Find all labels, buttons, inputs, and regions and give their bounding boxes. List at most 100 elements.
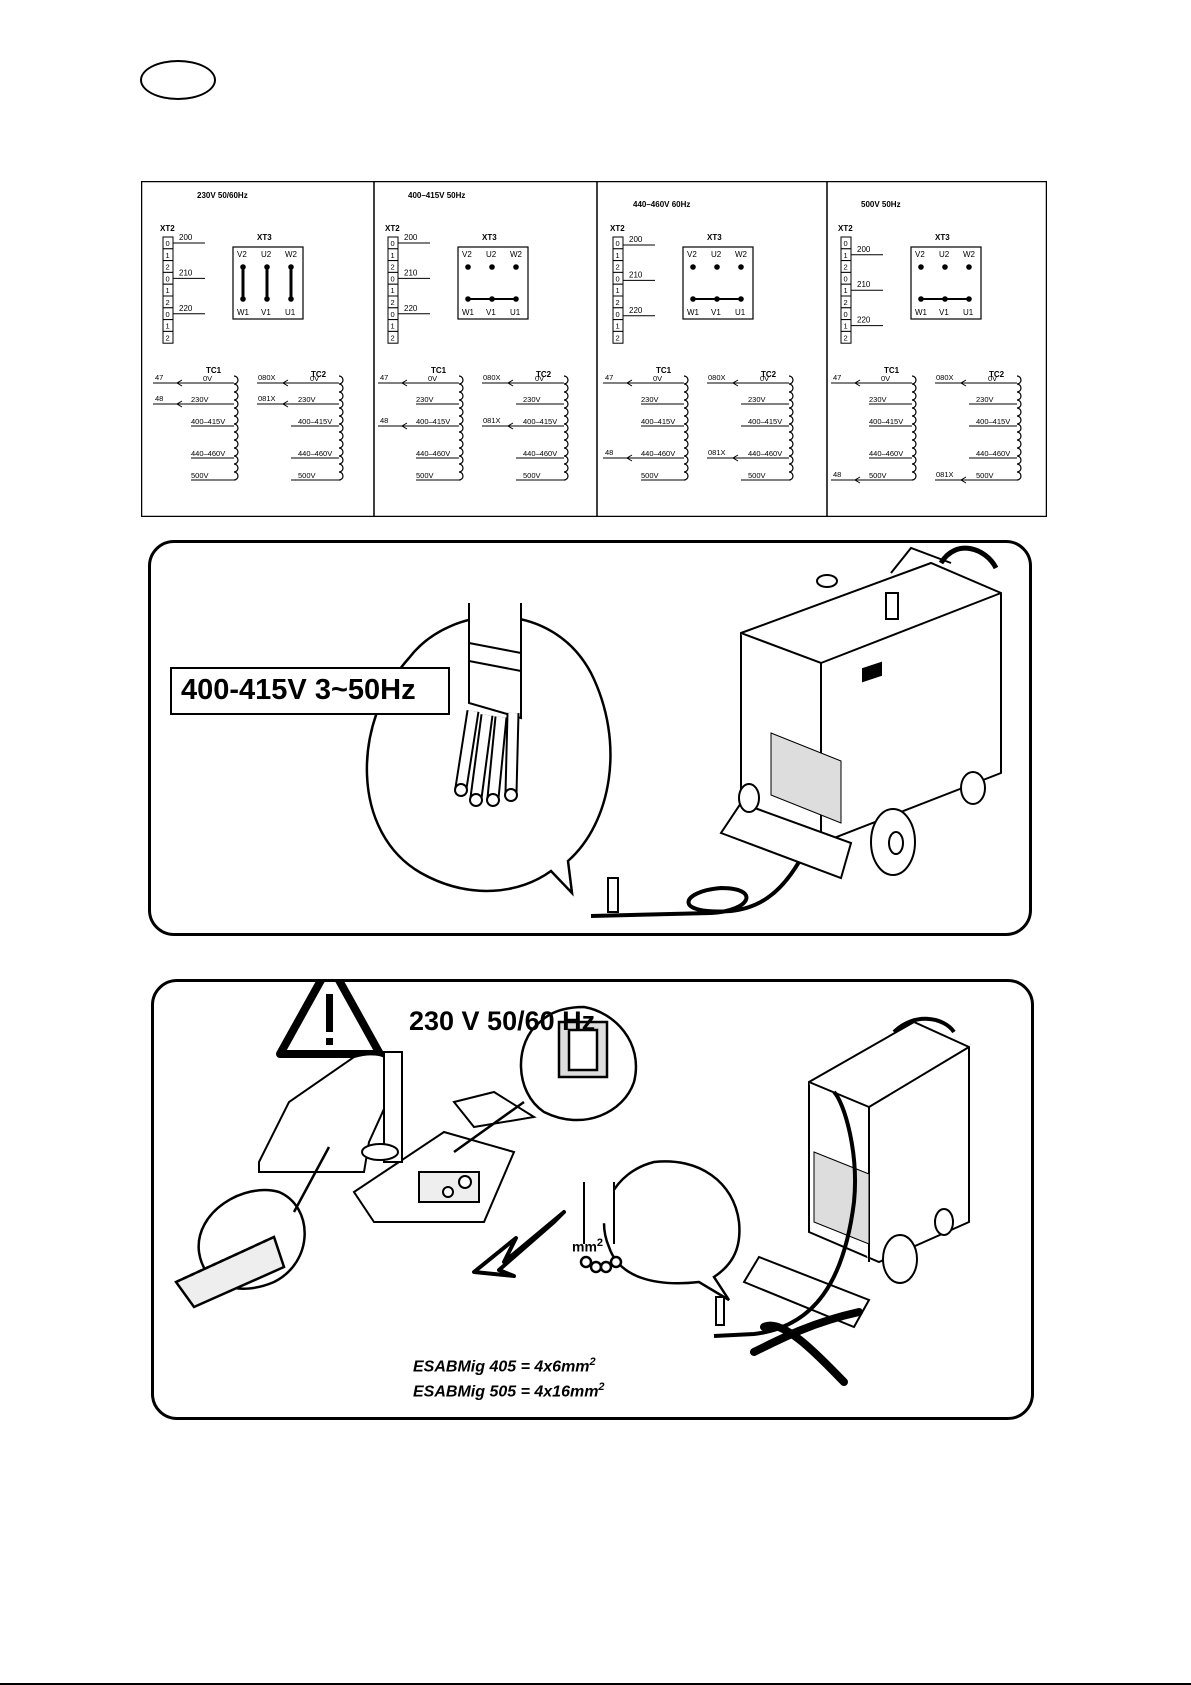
- tc1-tap-label: 400–415V: [869, 417, 903, 426]
- voltage-tag: [170, 667, 450, 715]
- xt3-label: XT3: [935, 233, 950, 242]
- xt3-label: XT3: [707, 233, 722, 242]
- tc2-tap-label: 0V: [988, 374, 997, 383]
- column-title: 500V 50Hz: [861, 200, 901, 209]
- wire-arrow: [176, 400, 183, 408]
- xt3-bottom-label: V1: [486, 308, 496, 317]
- xt3-top-label: U2: [261, 250, 272, 259]
- tc1-tap-label: 400–415V: [641, 417, 675, 426]
- column-title: 440–460V 60Hz: [633, 200, 690, 209]
- tc1-tap-label: 0V: [653, 374, 662, 383]
- xt3-bottom-label: V1: [261, 308, 271, 317]
- spec-405: ESABMig 405 = 4x6mm2: [413, 1356, 596, 1376]
- xt2-cell-label: 1: [166, 322, 170, 331]
- language-badge: [140, 60, 216, 100]
- welding-machine: [719, 545, 1002, 880]
- tc1-tap-label: 400–415V: [416, 417, 450, 426]
- wire-arrow: [960, 476, 967, 484]
- arrow-icon: [472, 1210, 566, 1278]
- xt2-cell-label: 0: [391, 310, 395, 319]
- wire-arrow: [960, 379, 967, 387]
- tc2-tap-label: 500V: [976, 471, 994, 480]
- wire-48-label: 48: [833, 470, 841, 479]
- xt2-cell: [162, 330, 174, 344]
- xt2-cell: [612, 330, 624, 344]
- wire-arrow: [401, 422, 408, 430]
- transformer-coil: [458, 375, 464, 481]
- tc1-label: TC1: [884, 366, 900, 375]
- cable-specs: ESABMig 405 = 4x6mm2 ESABMig 505 = 4x16m…: [413, 1352, 605, 1403]
- xt2-cell-label: 0: [844, 310, 848, 319]
- cable-magnifier: [365, 603, 612, 897]
- transformer-coil: [563, 375, 569, 481]
- xt3-top-label: W2: [963, 250, 976, 259]
- wire-arrow: [626, 454, 633, 462]
- tc2-tap-label: 0V: [535, 374, 544, 383]
- tc2-tap-label: 440–460V: [298, 449, 332, 458]
- wire-47-label: 47: [380, 373, 388, 382]
- wire-arrow: [507, 379, 514, 387]
- wire-arrow: [732, 379, 739, 387]
- xt2-label: XT2: [838, 224, 853, 233]
- tc1-tap-label: 230V: [641, 395, 659, 404]
- xt2-cell-label: 2: [844, 333, 848, 342]
- xt2-tap-label: 200: [629, 235, 643, 244]
- wire-arrow: [626, 379, 633, 387]
- xt2-cell: [387, 330, 399, 344]
- xt2-cell-label: 0: [844, 274, 848, 283]
- transformer-coil: [233, 375, 239, 481]
- wire-48-label: 48: [605, 448, 613, 457]
- xt3-bottom-label: W1: [687, 308, 700, 317]
- xt2-tap-label: 200: [404, 233, 418, 242]
- tc1-tap-label: 230V: [869, 395, 887, 404]
- wire-arrow: [854, 379, 861, 387]
- wire-080x-label: 080X: [258, 373, 276, 382]
- wire-arrow: [507, 422, 514, 430]
- tc1-label: TC1: [656, 366, 672, 375]
- wire-080x-label: 080X: [708, 373, 726, 382]
- xt2-cell-label: 1: [616, 322, 620, 331]
- tc1-tap-label: 400–415V: [191, 417, 225, 426]
- wire-081x-label: 081X: [708, 448, 726, 457]
- xt3-bottom-label: W1: [915, 308, 928, 317]
- tc1-tap-label: 440–460V: [191, 449, 225, 458]
- xt3-top-label: U2: [486, 250, 497, 259]
- xt2-cell-label: 0: [391, 274, 395, 283]
- xt2-cell-label: 0: [616, 274, 620, 283]
- xt3-bottom-label: W1: [237, 308, 250, 317]
- xt2-cell-label: 1: [844, 251, 848, 260]
- xt3-bottom-label: W1: [462, 308, 475, 317]
- column-title: 230V 50/60Hz: [197, 191, 248, 200]
- wire-arrow: [282, 379, 289, 387]
- xt3-top-label: V2: [462, 250, 472, 259]
- xt2-cell-label: 0: [616, 310, 620, 319]
- tc2-tap-label: 500V: [748, 471, 766, 480]
- xt3-bottom-label: U1: [285, 308, 296, 317]
- xt2-cell-label: 1: [166, 251, 170, 260]
- xt3-terminal: [942, 264, 948, 270]
- xt2-cell-label: 1: [616, 286, 620, 295]
- xt2-cell-label: 2: [166, 333, 170, 342]
- xt2-tap-label: 220: [857, 316, 871, 325]
- xt2-label: XT2: [385, 224, 400, 233]
- xt2-tap-label: 200: [857, 245, 871, 254]
- wire-arrow: [176, 379, 183, 387]
- tc2-label: TC2: [311, 370, 327, 379]
- xt2-cell-label: 2: [844, 298, 848, 307]
- xt2-cell-label: 0: [844, 239, 848, 248]
- xt3-top-label: U2: [939, 250, 950, 259]
- transformer-magnifier: [453, 1005, 638, 1154]
- xt3-terminal: [513, 264, 519, 270]
- wire-48-label: 48: [155, 394, 163, 403]
- wire-47-label: 47: [833, 373, 841, 382]
- xt3-bottom-label: U1: [510, 308, 521, 317]
- tc1-label: TC1: [206, 366, 222, 375]
- xt3-top-label: V2: [687, 250, 697, 259]
- tc1-tap-label: 440–460V: [641, 449, 675, 458]
- xt3-terminal: [465, 264, 471, 270]
- tc1-tap-label: 230V: [416, 395, 434, 404]
- xt2-cell-label: 0: [166, 239, 170, 248]
